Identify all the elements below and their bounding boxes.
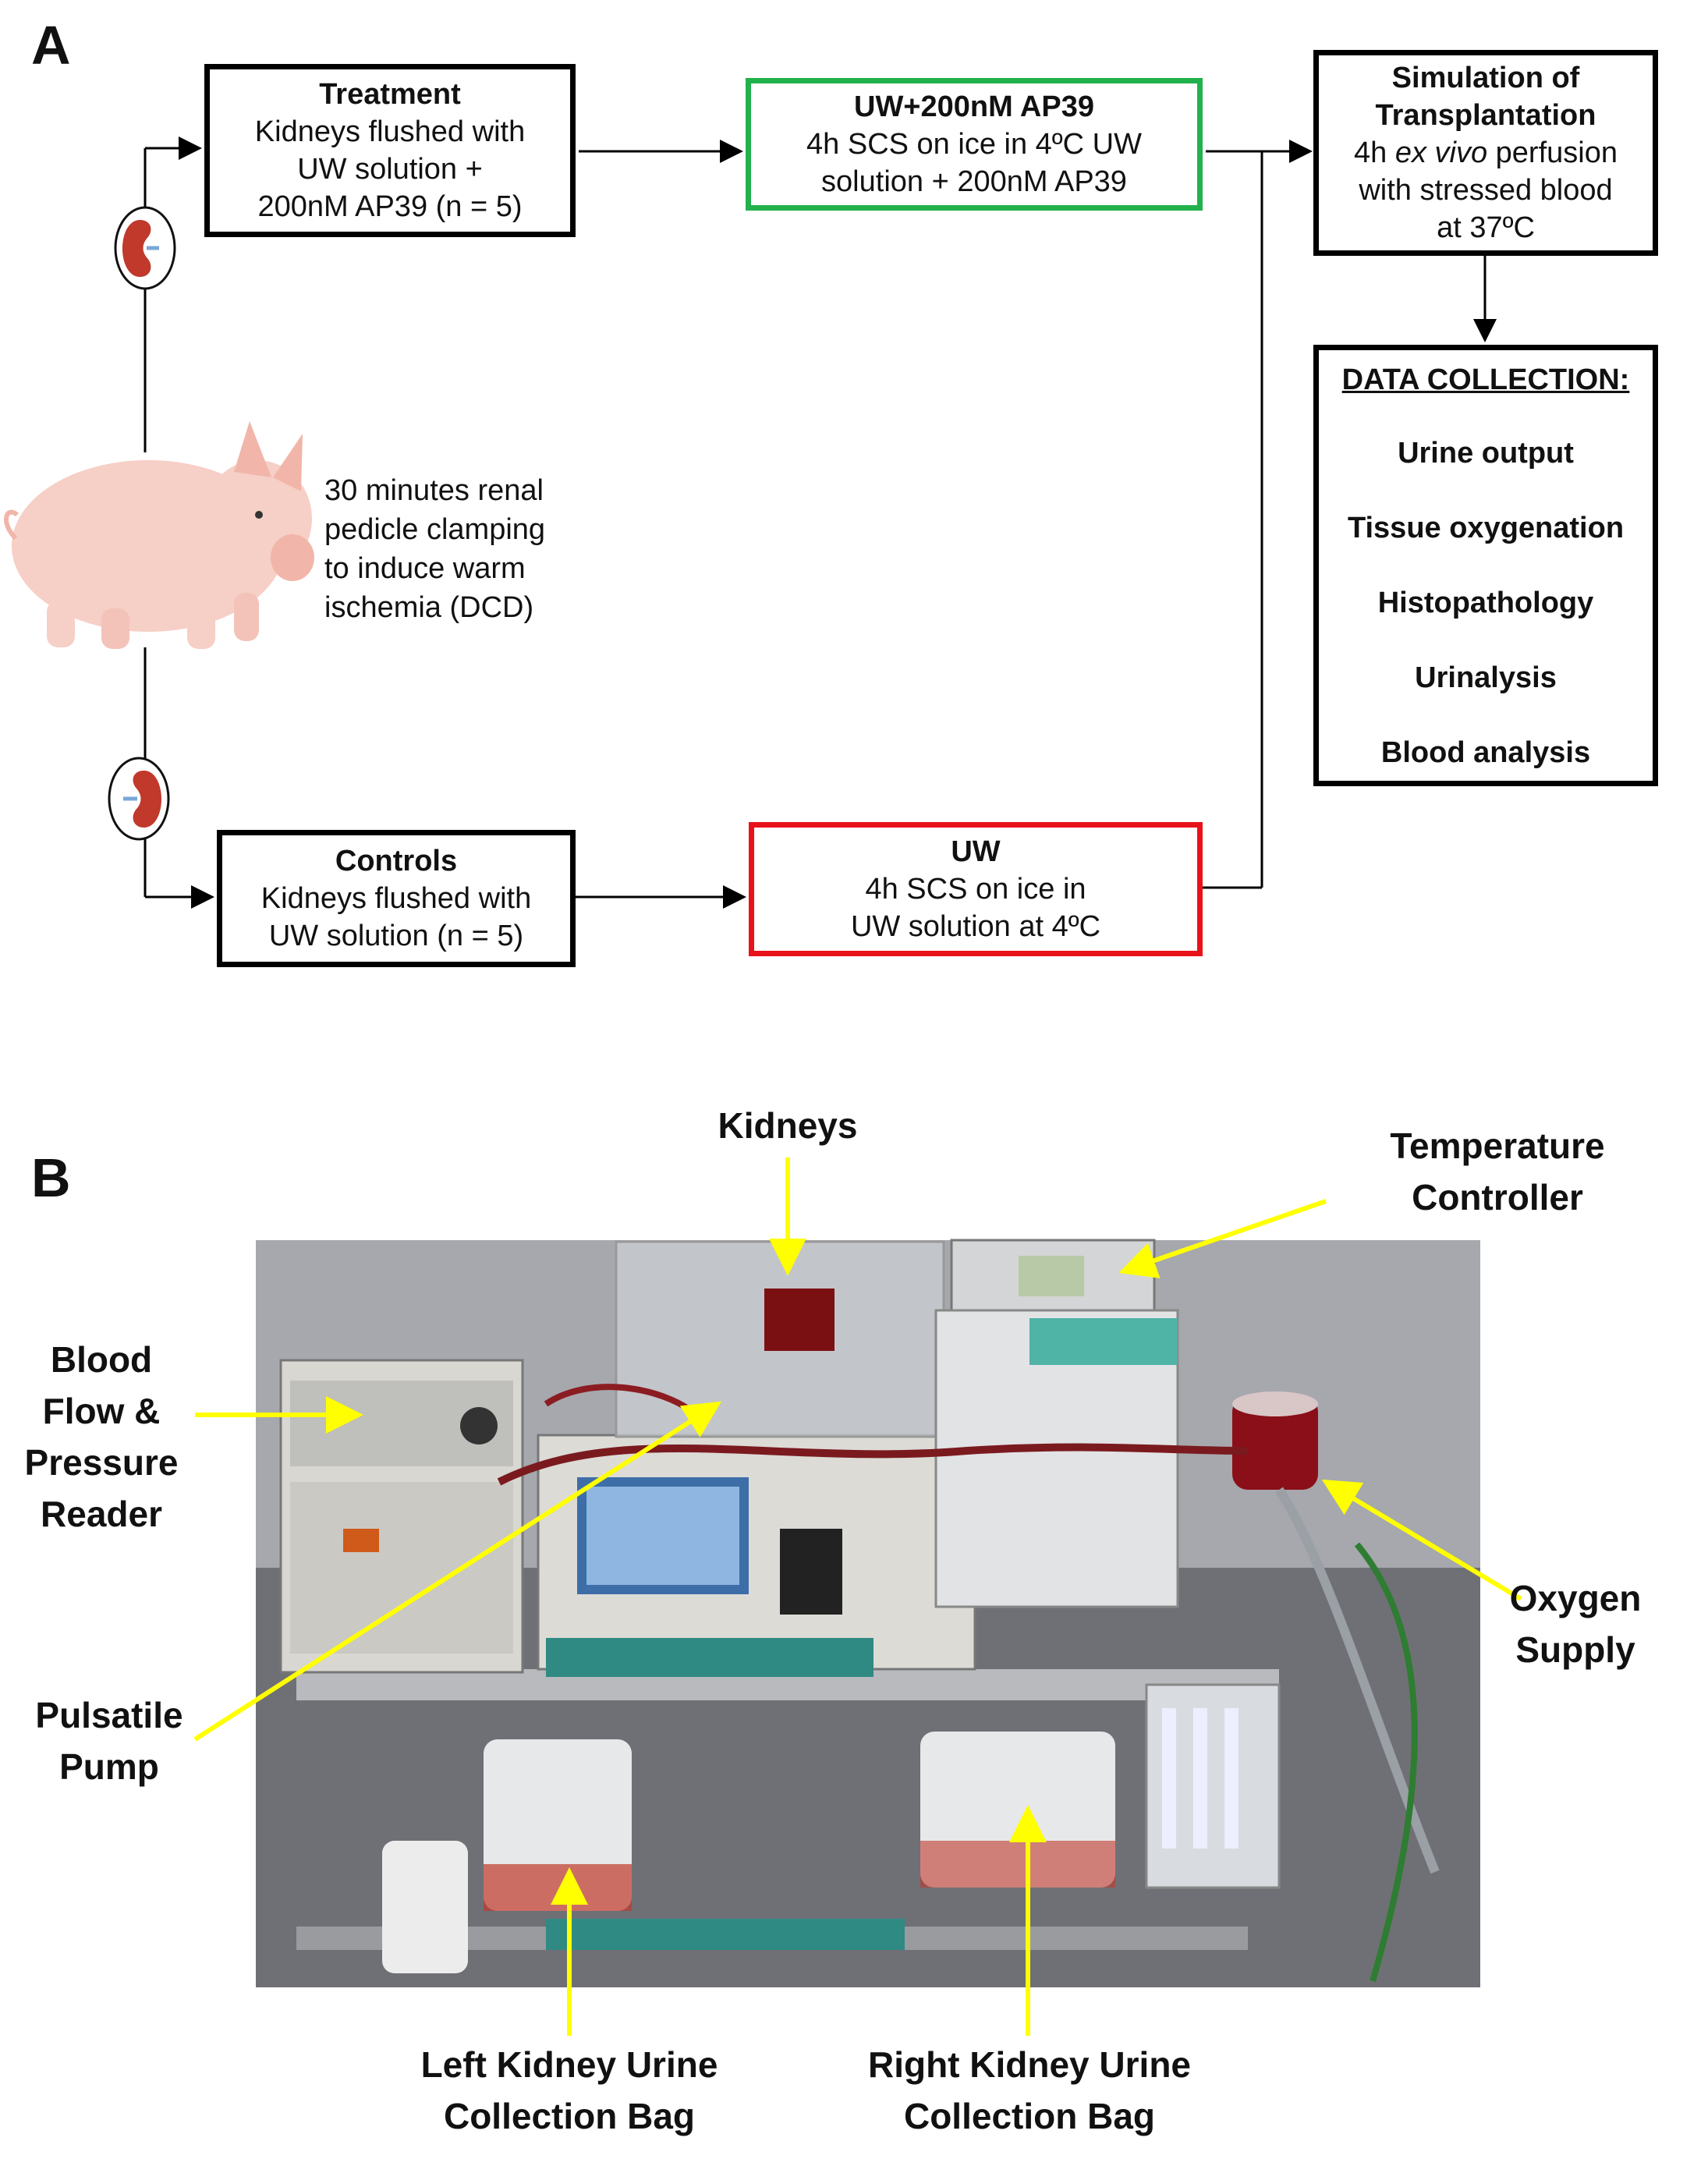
treatment-line-2: UW solution + bbox=[297, 153, 483, 186]
label-temperature-line-2: Controller bbox=[1412, 1177, 1583, 1218]
kidney-icon-bottom bbox=[108, 757, 170, 841]
treatment-line-1: Kidneys flushed with bbox=[254, 115, 526, 148]
arrow-temperature bbox=[1118, 1199, 1327, 1278]
label-blood-flow-line-4: Reader bbox=[41, 1494, 162, 1534]
label-oxygen-line-1: Oxygen bbox=[1509, 1578, 1642, 1618]
uw-box: UW 4h SCS on ice in UW solution at 4ºC bbox=[749, 822, 1203, 956]
simulation-title-1: Simulation of bbox=[1391, 62, 1580, 94]
pig-illustration bbox=[4, 421, 314, 649]
label-pump-line-1: Pulsatile bbox=[35, 1695, 183, 1735]
pig-caption-line-4: ischemia (DCD) bbox=[324, 591, 534, 624]
label-oxygen-supply: Oxygen Supply bbox=[1482, 1572, 1669, 1675]
pig-caption-line-3: to induce warm bbox=[324, 552, 526, 585]
uw-line-1: 4h SCS on ice in bbox=[865, 873, 1086, 906]
controls-line-1: Kidneys flushed with bbox=[260, 882, 532, 915]
ap39-line-2: solution + 200nM AP39 bbox=[821, 165, 1127, 198]
label-right-kidney-bag: Right Kidney Urine Collection Bag bbox=[827, 2039, 1232, 2142]
data-collection-box: DATA COLLECTION: Urine output Tissue oxy… bbox=[1313, 345, 1658, 786]
label-blood-flow-line-1: Blood bbox=[50, 1339, 153, 1380]
pig-caption-line-2: pedicle clamping bbox=[324, 513, 546, 546]
label-blood-flow-reader: Blood Flow & Pressure Reader bbox=[16, 1334, 187, 1540]
controls-line-2: UW solution (n = 5) bbox=[268, 920, 524, 952]
arrow-pump bbox=[193, 1401, 722, 1742]
data-item-histopathology: Histopathology bbox=[1377, 587, 1594, 619]
ap39-title: UW+200nM AP39 bbox=[854, 90, 1094, 123]
data-item-urine-output: Urine output bbox=[1398, 437, 1574, 470]
panel-a-letter: A bbox=[31, 15, 71, 76]
simulation-line-3: at 37ºC bbox=[1437, 211, 1535, 244]
treatment-line-3: 200nM AP39 (n = 5) bbox=[257, 190, 523, 223]
label-left-bag-line-2: Collection Bag bbox=[443, 2096, 696, 2136]
simulation-line-1: 4h ex vivo perfusion bbox=[1354, 136, 1618, 169]
label-right-bag-line-1: Right Kidney Urine bbox=[867, 2044, 1192, 2085]
label-pump-line-2: Pump bbox=[59, 1746, 159, 1787]
data-item-tissue-oxygenation: Tissue oxygenation bbox=[1347, 512, 1625, 544]
label-temperature-controller: Temperature Controller bbox=[1357, 1120, 1638, 1223]
data-collection-title: DATA COLLECTION: bbox=[1341, 363, 1630, 396]
label-left-kidney-bag: Left Kidney Urine Collection Bag bbox=[374, 2039, 764, 2142]
treatment-box: Treatment Kidneys flushed with UW soluti… bbox=[204, 64, 576, 237]
simulation-line-2: with stressed blood bbox=[1359, 174, 1613, 207]
simulation-box: Simulation of Transplantation 4h ex vivo… bbox=[1313, 50, 1658, 256]
kidney-icon-top bbox=[114, 206, 176, 290]
pig-caption-line-1: 30 minutes renal bbox=[324, 474, 544, 507]
arrow-oxygen bbox=[1321, 1479, 1522, 1601]
label-temperature-line-1: Temperature bbox=[1390, 1125, 1605, 1166]
label-pulsatile-pump: Pulsatile Pump bbox=[16, 1689, 203, 1792]
label-left-bag-line-1: Left Kidney Urine bbox=[420, 2044, 718, 2085]
simulation-title-2: Transplantation bbox=[1375, 99, 1596, 132]
controls-title: Controls bbox=[335, 845, 458, 877]
controls-box: Controls Kidneys flushed with UW solutio… bbox=[217, 830, 576, 967]
uw-title: UW bbox=[951, 835, 1001, 868]
uw-line-2: UW solution at 4ºC bbox=[850, 910, 1101, 943]
label-oxygen-line-2: Supply bbox=[1515, 1629, 1635, 1670]
label-blood-flow-line-2: Flow & bbox=[42, 1391, 161, 1431]
ap39-line-1: 4h SCS on ice in 4ºC UW bbox=[806, 128, 1142, 161]
panel-a-connectors bbox=[4, 136, 1497, 909]
data-item-blood-analysis: Blood analysis bbox=[1380, 736, 1591, 769]
label-right-bag-line-2: Collection Bag bbox=[903, 2096, 1156, 2136]
treatment-title: Treatment bbox=[319, 78, 461, 111]
ap39-box: UW+200nM AP39 4h SCS on ice in 4ºC UW so… bbox=[746, 78, 1203, 211]
data-item-urinalysis: Urinalysis bbox=[1415, 661, 1557, 694]
pig-caption: 30 minutes renal pedicle clamping to ind… bbox=[324, 471, 545, 627]
panel-b-letter: B bbox=[31, 1147, 71, 1208]
label-kidneys: Kidneys bbox=[718, 1105, 858, 1146]
label-blood-flow-line-3: Pressure bbox=[24, 1442, 179, 1483]
